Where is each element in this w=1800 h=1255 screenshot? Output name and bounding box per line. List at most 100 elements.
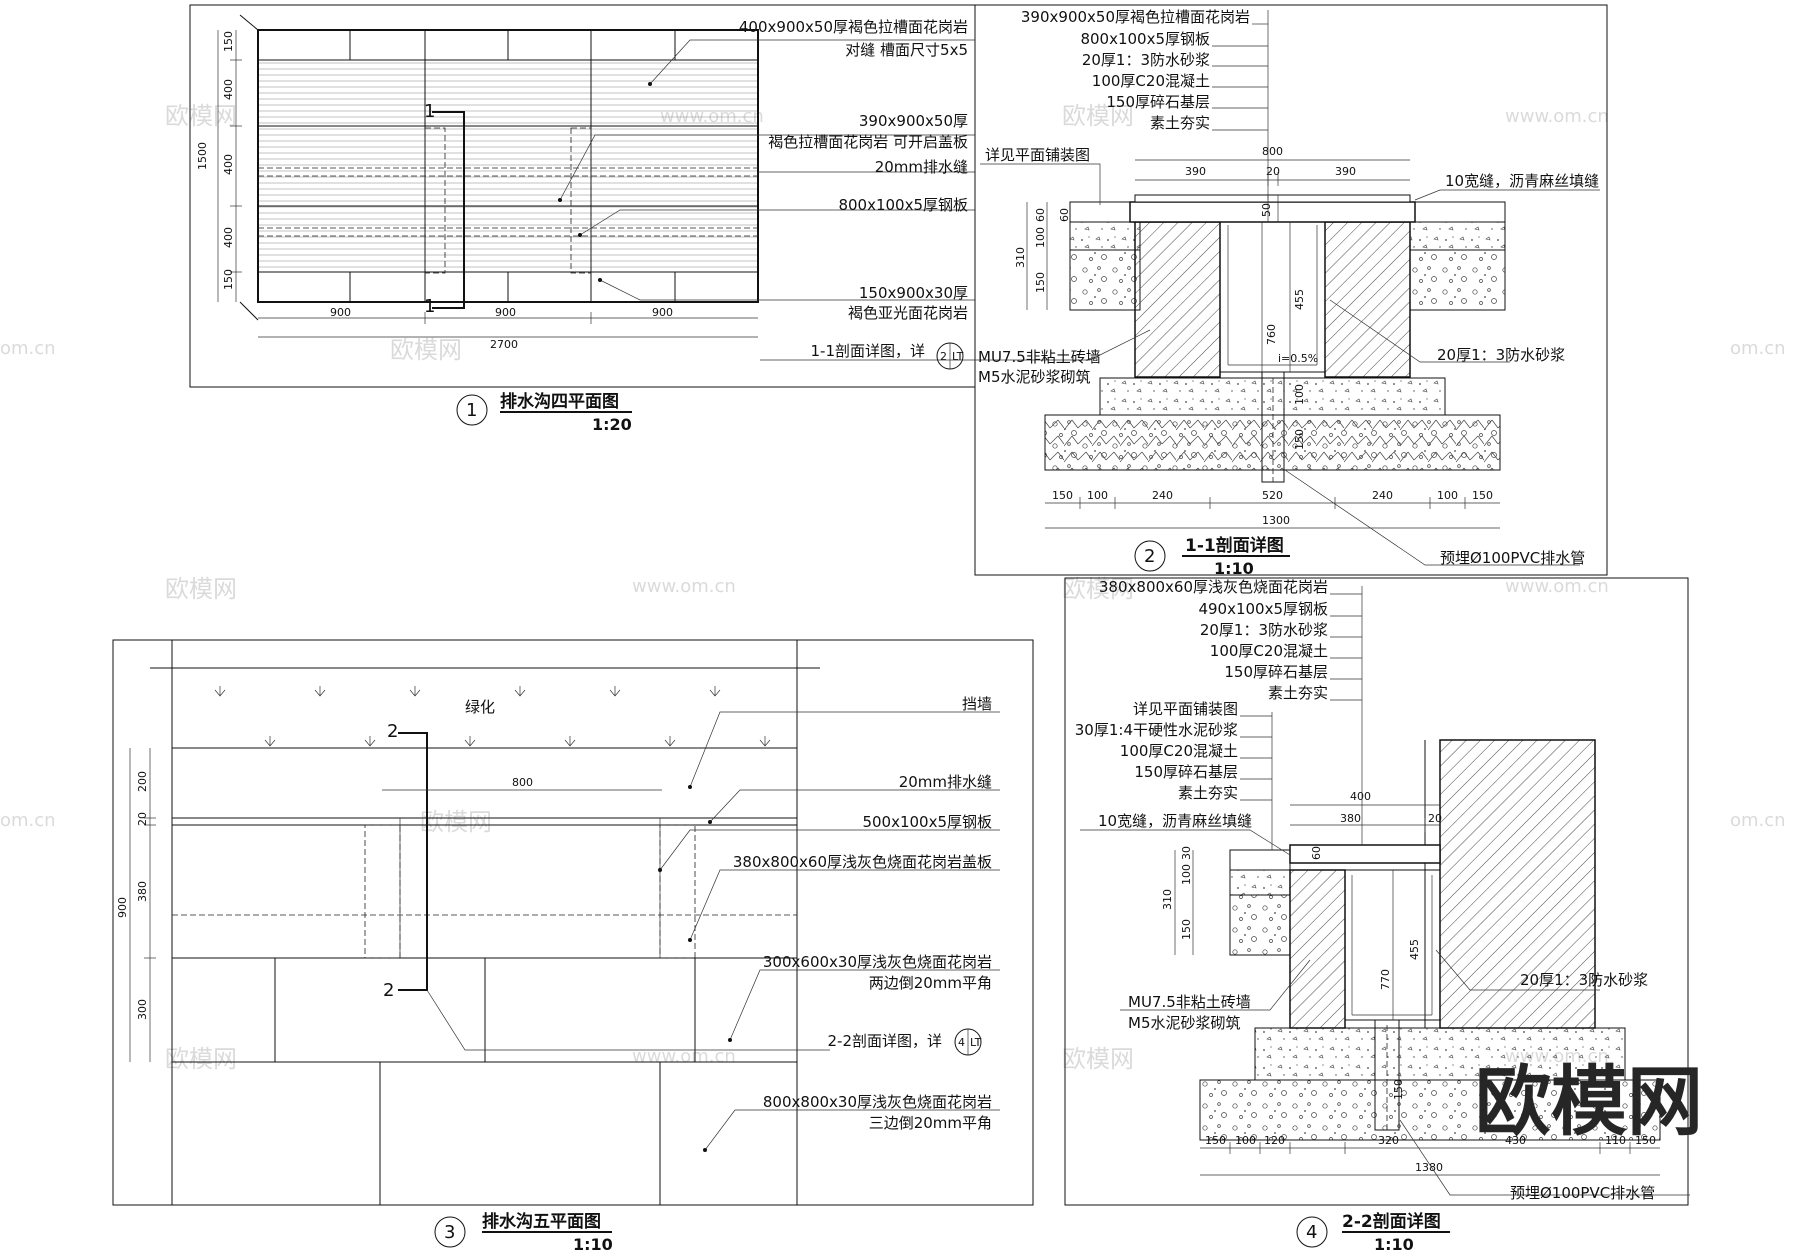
dim-bottom: 520 [1262, 489, 1283, 502]
gravel-base [1044, 414, 1501, 471]
brick-wall-right [1324, 221, 1411, 378]
label-layer: 100厚C20混凝土 [1210, 642, 1328, 660]
panel-number: 3 [444, 1222, 455, 1243]
dim-left: 310 [1014, 247, 1027, 268]
trench-channel [1219, 221, 1326, 373]
dim-v: 300 [136, 999, 149, 1020]
dim-bottom: 100 [1437, 489, 1458, 502]
dim-mid: 150 [1392, 1079, 1405, 1100]
label-pipe: 预埋Ø100PVC排水管 [1440, 549, 1585, 567]
dim-mid: 770 [1379, 969, 1392, 990]
label-brick-mortar: M5水泥砂浆砌筑 [1128, 1014, 1241, 1032]
dim-top: 20 [1428, 812, 1442, 825]
dim-v: 380 [136, 881, 149, 902]
concrete-base [1099, 377, 1446, 416]
watermark-text: 欧模网 [165, 575, 237, 603]
label-brick-mortar: M5水泥砂浆砌筑 [978, 368, 1091, 386]
ref-num: 2 [940, 350, 947, 363]
dim-left: 150 [1034, 272, 1047, 293]
label-layer: 380x800x60厚浅灰色烧面花岗岩 [1099, 578, 1328, 596]
panel-title: 排水沟五平面图 [482, 1211, 601, 1232]
dim-top: 400 [1350, 790, 1371, 803]
cut-mark-1: 1 [424, 296, 435, 317]
panel-number: 4 [1306, 1222, 1317, 1243]
dim-top: 20 [1266, 165, 1280, 178]
panel-2-section-1-1: 800 390 20 390 310 100 60 150 60 50 455 … [974, 4, 1608, 578]
label-cover-material: 褐色拉槽面花岗岩 可开启盖板 [768, 133, 968, 151]
dim-bottom: 320 [1378, 1134, 1399, 1147]
dim-v: 400 [222, 154, 235, 175]
title-bubble [1296, 1216, 1328, 1248]
label-left-layer: 素土夯实 [1178, 784, 1238, 802]
section-cut-1-1 [432, 111, 465, 309]
watermark-layer: 欧模网 www.om.cn 欧模网 www.om.cn om.cn 欧模网 om… [0, 102, 1786, 1073]
dim-v: 400 [222, 79, 235, 100]
cut-mark-2: 2 [383, 980, 394, 1001]
dim-h: 900 [330, 306, 351, 319]
label-waterproof: 20厚1：3防水砂浆 [1437, 346, 1565, 364]
retaining-wall [1439, 739, 1596, 1029]
watermark-url: www.om.cn [632, 576, 736, 597]
watermark-url: om.cn [0, 338, 56, 359]
label-layer: 800x100x5厚钢板 [1080, 30, 1210, 48]
watermark-url: om.cn [1730, 338, 1786, 359]
brand-watermark: 欧模网 [1475, 1057, 1703, 1146]
watermark-text: 欧模网 [165, 102, 237, 130]
label-brick-wall: MU7.5非粘土砖墙 [1128, 993, 1251, 1011]
dim-mid: 455 [1408, 939, 1421, 960]
title-bubble [434, 1216, 466, 1248]
label-edge-chamfer: 两边倒20mm平角 [869, 974, 992, 992]
slope: i=0.5% [1278, 352, 1318, 365]
panel-4-section-2-2: 400 380 20 310 100 30 60 150 455 770 150… [1064, 577, 1703, 1254]
label-green: 绿化 [465, 698, 495, 716]
dim-bottom: 240 [1152, 489, 1173, 502]
label-steel-plate: 500x100x5厚钢板 [862, 813, 992, 831]
label-granite-cover: 400x900x50厚褐色拉槽面花岗岩 [739, 18, 968, 36]
planting-symbols [214, 686, 771, 747]
brick-wall-left [1289, 869, 1346, 1029]
dim-left: 60 [1310, 846, 1323, 860]
panel-1-drainage-plan-4: 1 1 150 400 400 400 150 1500 900 900 900… [189, 4, 976, 434]
label-plan-ref: 详见平面铺装图 [985, 146, 1090, 164]
section-ref-label: 2-2剖面详图，详 [827, 1032, 942, 1050]
panel-scale: 1:20 [592, 415, 632, 434]
label-layer: 150厚碎石基层 [1106, 93, 1210, 111]
dim-left: 100 [1034, 227, 1047, 248]
label-layer: 490x100x5厚钢板 [1198, 600, 1328, 618]
dim-v-total: 900 [116, 897, 129, 918]
label-edge-stone: 300x600x30厚浅灰色烧面花岗岩 [763, 953, 992, 971]
dim-top: 800 [1262, 145, 1283, 158]
panel-scale: 1:10 [1214, 559, 1254, 578]
dim-left: 30 [1180, 846, 1193, 860]
dim-bottom: 150 [1635, 1134, 1656, 1147]
watermark-text: 欧模网 [420, 808, 492, 836]
gravel-base [1199, 1079, 1661, 1141]
dim-v: 200 [136, 771, 149, 792]
dim-mid: 455 [1293, 289, 1306, 310]
label-left-layer: 150厚碎石基层 [1134, 763, 1238, 781]
dim-top: 390 [1185, 165, 1206, 178]
panel-3-drainage-plan-5: 绿化 2 2 [112, 639, 1034, 1254]
label-edge-finish: 褐色亚光面花岗岩 [848, 304, 968, 322]
label-edge-stone: 150x900x30厚 [859, 284, 968, 302]
panel-frame [112, 639, 1034, 1206]
granite-hatch [258, 60, 758, 272]
ref-sheet: LT [952, 350, 964, 363]
watermark-text: 欧模网 [390, 336, 462, 364]
section-cut-2-2 [398, 732, 428, 991]
dim-mid: 150 [1293, 429, 1306, 450]
label-joint: 对缝 槽面尺寸5x5 [845, 41, 968, 59]
label-layer: 20厚1：3防水砂浆 [1082, 51, 1210, 69]
dim-mid: 100 [1293, 384, 1306, 405]
dim-left: 60 [1058, 208, 1071, 222]
dim-left: 100 [1180, 864, 1193, 885]
dim-bottom: 150 [1052, 489, 1073, 502]
ref-sheet: LT [970, 1036, 982, 1049]
label-field-chamfer: 三边倒20mm平角 [869, 1114, 992, 1132]
dim-bottom: 150 [1205, 1134, 1226, 1147]
watermark-url: om.cn [1730, 810, 1786, 831]
watermark-url: om.cn [0, 810, 56, 831]
label-waterproof: 20厚1：3防水砂浆 [1520, 971, 1648, 989]
dim-top: 800 [512, 776, 533, 789]
watermark-text: 欧模网 [1062, 575, 1134, 603]
